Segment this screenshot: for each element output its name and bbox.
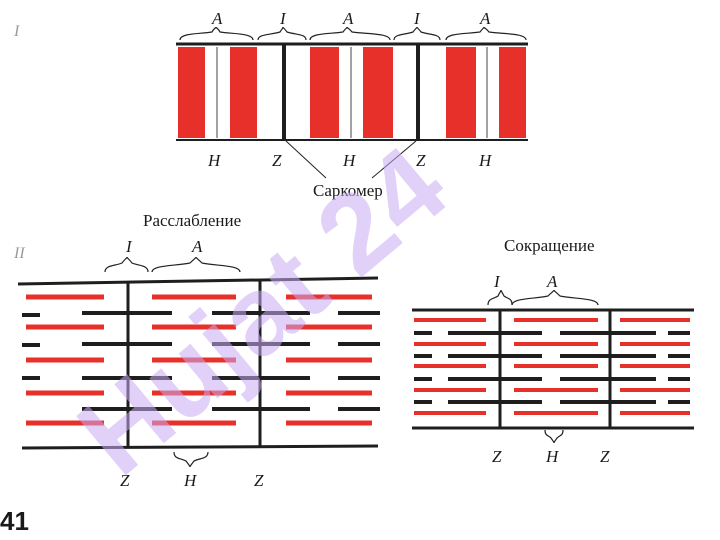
a-band-block — [499, 47, 526, 138]
panel-1-label-z: Z — [272, 151, 282, 170]
contracted-brace-a — [511, 289, 599, 306]
contracted-title: Сокращение — [504, 236, 595, 255]
a-band-block — [363, 47, 393, 138]
panel-2-roman-numeral: II — [13, 245, 25, 262]
watermark: Hujat 24 — [55, 123, 469, 499]
panel-1-roman-numeral: I — [13, 23, 20, 40]
contracted-state: Сокращение I A Z H Z — [412, 236, 694, 466]
border-line — [17, 276, 379, 286]
contracted-label-i: I — [493, 272, 501, 291]
brace-a — [179, 26, 254, 41]
panel-1-label-h: H — [207, 151, 222, 170]
contracted-label-h: H — [545, 447, 560, 466]
contracted-label-a: A — [546, 272, 558, 291]
a-band-block — [230, 47, 257, 138]
relaxed-title: Расслабление — [143, 211, 241, 230]
panel-1-label-h: H — [342, 151, 357, 170]
sarcomere-pointer — [371, 140, 417, 179]
relaxed-brace-a — [151, 256, 241, 273]
relaxed-state: Расслабление I A Z H Z — [17, 211, 380, 490]
contracted-filaments — [412, 308, 694, 430]
contracted-label-z: Z — [492, 447, 502, 466]
a-band-block — [446, 47, 476, 138]
brace-a — [309, 26, 391, 41]
panel-1-label-a: A — [342, 9, 354, 28]
panel-1-label-h: H — [478, 151, 493, 170]
panel-1-label-z: Z — [416, 151, 426, 170]
relaxed-label-z: Z — [254, 471, 264, 490]
panel-1: I A I A I A H Z H Z H — [13, 9, 528, 200]
panel-2: II Расслабление I A Z H Z Сокращение I A… — [13, 211, 694, 490]
panel-1-label-i: I — [279, 9, 287, 28]
panel-1-label-a: A — [211, 9, 223, 28]
a-band-block — [310, 47, 339, 138]
page-number: 41 — [0, 506, 29, 536]
panel-1-label-a: A — [479, 9, 491, 28]
brace-a — [445, 26, 527, 41]
sarcomere-pointer — [285, 140, 327, 179]
brace-i — [257, 26, 307, 41]
relaxed-label-z: Z — [120, 471, 130, 490]
sarcomere-label: Саркомер — [313, 181, 383, 200]
relaxed-filaments — [17, 276, 380, 450]
relaxed-label-h: H — [183, 471, 198, 490]
relaxed-label-a: A — [191, 237, 203, 256]
a-band-block — [178, 47, 205, 138]
panel-1-label-i: I — [413, 9, 421, 28]
relaxed-brace-i — [104, 256, 149, 273]
contracted-label-z: Z — [600, 447, 610, 466]
contracted-brace-h — [544, 429, 564, 444]
relaxed-label-i: I — [125, 237, 133, 256]
brace-i — [393, 26, 441, 41]
contracted-brace-i — [487, 289, 513, 306]
relaxed-brace-h — [173, 451, 209, 468]
border-line — [21, 444, 379, 450]
